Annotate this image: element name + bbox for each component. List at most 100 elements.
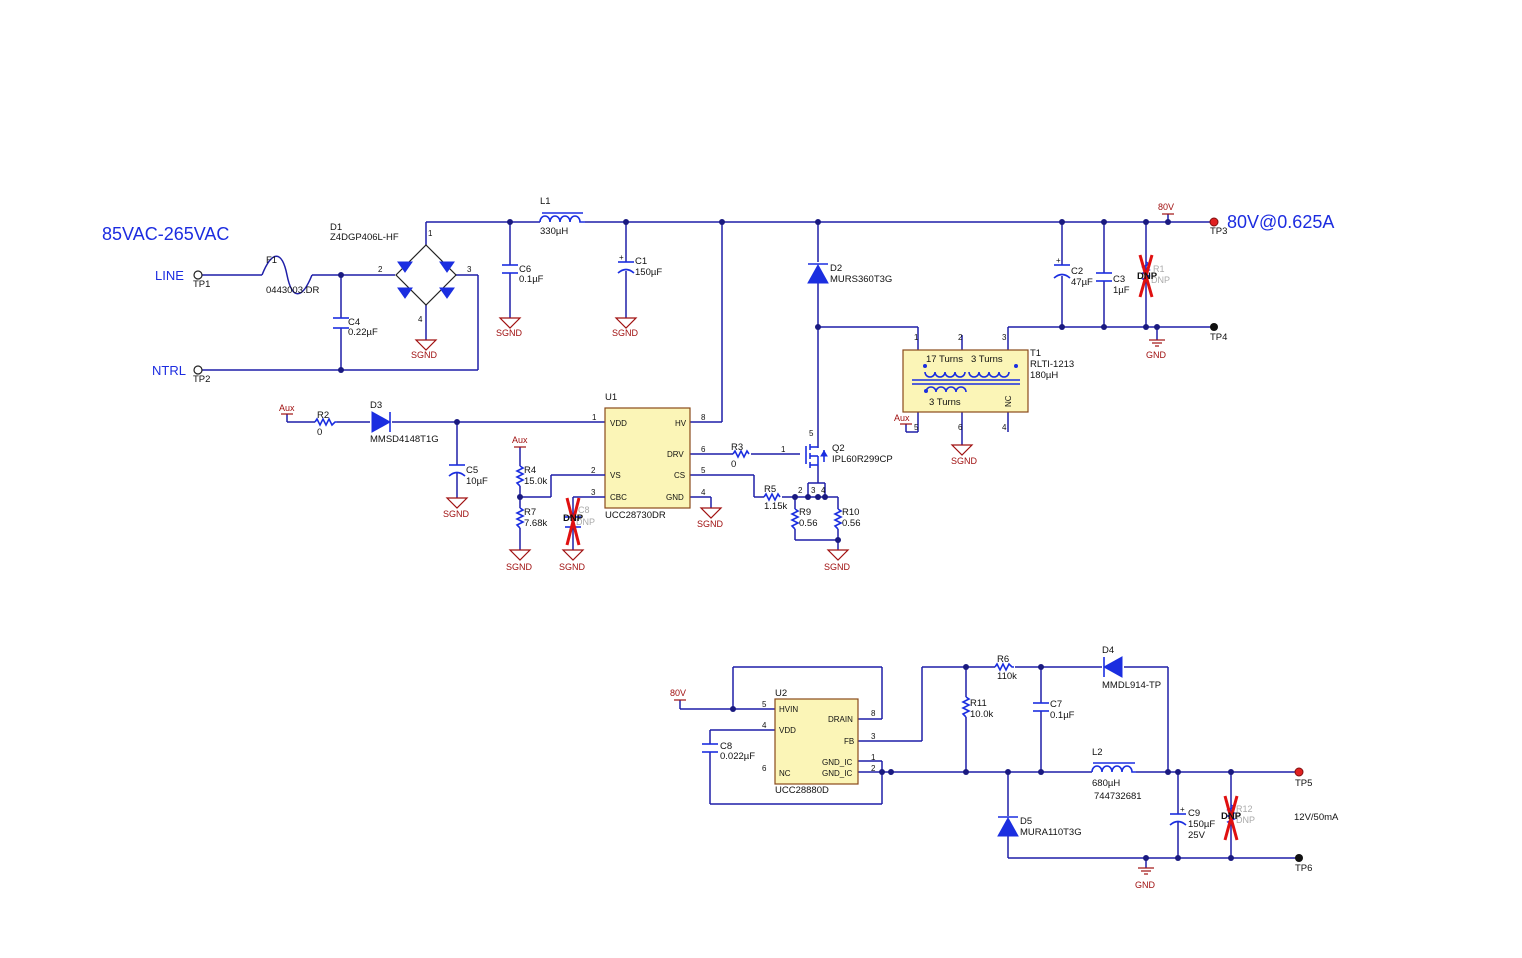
- svg-text:C2: C2: [1071, 266, 1083, 277]
- c3-capacitor[interactable]: C3 1µF: [1096, 272, 1130, 296]
- c7-capacitor[interactable]: C7 0.1µF: [1033, 699, 1075, 721]
- tp1[interactable]: TP1: [193, 270, 210, 290]
- svg-text:SGND: SGND: [612, 328, 639, 338]
- svg-text:GND: GND: [1146, 350, 1167, 360]
- tp2[interactable]: TP2: [193, 365, 210, 385]
- d2-diode[interactable]: D2 MURS360T3G: [807, 263, 892, 285]
- svg-text:110k: 110k: [997, 671, 1017, 682]
- svg-text:4: 4: [701, 488, 706, 497]
- svg-text:CBC: CBC: [610, 493, 627, 502]
- svg-text:Aux: Aux: [894, 413, 910, 423]
- svg-text:0.56: 0.56: [799, 518, 818, 529]
- l2-inductor[interactable]: L2 680µH 744732681: [1091, 747, 1142, 802]
- sgnd-t1: SGND: [950, 444, 978, 466]
- svg-text:25V: 25V: [1188, 830, 1206, 841]
- svg-text:DNP: DNP: [1221, 811, 1242, 822]
- c8-capacitor[interactable]: C8 0.022µF: [702, 741, 755, 762]
- svg-text:6: 6: [701, 445, 706, 454]
- junction-dots: [338, 219, 1234, 861]
- svg-text:D2: D2: [830, 263, 842, 274]
- c2-capacitor[interactable]: + C2 47µF: [1053, 256, 1093, 288]
- r12-dnp-resistor[interactable]: R12 DNP DNP: [1221, 795, 1255, 841]
- aux-flag-r2: Aux: [279, 403, 295, 415]
- svg-text:Z4DGP406L-HF: Z4DGP406L-HF: [330, 232, 399, 243]
- svg-text:15.0k: 15.0k: [524, 476, 547, 487]
- svg-text:MURS360T3G: MURS360T3G: [830, 274, 892, 285]
- svg-text:R1: R1: [1153, 264, 1165, 274]
- r2-resistor[interactable]: R2 0: [314, 410, 337, 438]
- ntrl-net-label: NTRL: [152, 363, 186, 378]
- u2-regulator[interactable]: 5 4 6 8 3 1 2 HVIN VDD NC DRAIN FB GND_I…: [762, 688, 876, 796]
- r11-resistor[interactable]: R11 10.0k: [961, 696, 993, 720]
- svg-text:DNP: DNP: [1137, 271, 1158, 282]
- d3-diode[interactable]: D3 MMSD4148T1G: [370, 400, 439, 445]
- sgnd-cbc: SGND: [559, 549, 586, 572]
- d5-diode[interactable]: D5 MURA110T3G: [997, 816, 1082, 838]
- rail-80v-flag-bottom: 80V: [670, 688, 686, 701]
- r10-resistor[interactable]: R10 0.56: [833, 507, 861, 530]
- svg-text:R12: R12: [1236, 804, 1253, 814]
- gnd-bottom: GND: [1135, 867, 1156, 890]
- svg-text:GND_IC: GND_IC: [822, 758, 852, 767]
- svg-text:R7: R7: [524, 507, 536, 518]
- c6-capacitor[interactable]: C6 0.1µF: [502, 264, 544, 285]
- r3-resistor[interactable]: R3 0: [731, 442, 750, 470]
- r5-resistor[interactable]: R5 1.15k: [763, 484, 787, 512]
- r7-resistor[interactable]: R7 7.68k: [515, 507, 547, 529]
- u1-controller[interactable]: 1 2 3 8 6 5 4 VDD VS CBC HV DRV CS GND U…: [591, 392, 706, 521]
- svg-text:NC: NC: [1004, 395, 1013, 407]
- tp5[interactable]: TP5: [1294, 767, 1312, 789]
- r4-resistor[interactable]: R4 15.0k: [515, 465, 547, 487]
- tp3-label: TP3: [1210, 226, 1227, 237]
- q2-mosfet[interactable]: 1 5 2 3 4 Q2 IPL60R299CP: [781, 429, 893, 495]
- svg-text:D5: D5: [1020, 816, 1032, 827]
- t1-transformer[interactable]: 1 2 3 5 6 4 17 Turns 3 Turns 3 Turns NC …: [902, 333, 1074, 432]
- c9-capacitor[interactable]: + C9 150µF 25V: [1169, 805, 1215, 841]
- wires-bottom: [679, 666, 1298, 868]
- c8-dnp-capacitor[interactable]: C8 DNP DNP: [563, 497, 595, 546]
- svg-text:1: 1: [592, 413, 597, 422]
- svg-text:3: 3: [1002, 333, 1007, 342]
- svg-text:GND: GND: [1135, 880, 1156, 890]
- svg-text:3: 3: [467, 265, 472, 274]
- svg-text:3: 3: [591, 488, 596, 497]
- l1-inductor[interactable]: L1 330µH: [539, 196, 585, 237]
- svg-text:DNP: DNP: [1236, 815, 1255, 825]
- svg-text:1: 1: [428, 229, 433, 238]
- sgnd-u1: SGND: [697, 507, 724, 529]
- c1-capacitor[interactable]: + C1 150µF: [617, 253, 662, 278]
- tp3[interactable]: TP3: [1209, 217, 1227, 237]
- c4-capacitor[interactable]: C4 0.22µF: [333, 317, 378, 338]
- svg-text:HVIN: HVIN: [779, 705, 798, 714]
- svg-text:3: 3: [811, 486, 816, 495]
- svg-text:Q2: Q2: [832, 443, 845, 454]
- svg-text:HV: HV: [675, 419, 687, 428]
- svg-text:RLTI-1213: RLTI-1213: [1030, 359, 1074, 370]
- svg-text:2: 2: [378, 265, 383, 274]
- f1-fuse[interactable]: F1 0443003.DR: [261, 255, 319, 296]
- svg-text:SGND: SGND: [697, 519, 724, 529]
- svg-text:1: 1: [781, 445, 786, 454]
- c5-capacitor[interactable]: C5 10µF: [448, 464, 488, 487]
- svg-text:GND: GND: [666, 493, 684, 502]
- svg-text:VDD: VDD: [610, 419, 627, 428]
- svg-text:0.56: 0.56: [842, 518, 861, 529]
- svg-text:180µH: 180µH: [1030, 370, 1058, 381]
- r6-resistor[interactable]: R6 110k: [994, 654, 1017, 682]
- tp4[interactable]: TP4: [1210, 323, 1227, 343]
- svg-text:MMDL914-TP: MMDL914-TP: [1102, 680, 1161, 691]
- d1-bridge-rectifier[interactable]: 1 2 3 4 D1 Z4DGP406L-HF: [330, 222, 472, 324]
- tp6[interactable]: TP6: [1295, 854, 1312, 874]
- svg-text:D1: D1: [330, 222, 342, 233]
- d4-diode[interactable]: D4 MMDL914-TP: [1102, 645, 1161, 691]
- sgnd-symbols: SGND SGND SGND SGND SGND SGND SGND SGND …: [411, 317, 978, 572]
- svg-text:SGND: SGND: [411, 350, 438, 360]
- r9-resistor[interactable]: R9 0.56: [790, 507, 818, 530]
- input-range-label: 85VAC-265VAC: [102, 224, 229, 244]
- svg-text:2: 2: [798, 486, 803, 495]
- r1-dnp-resistor[interactable]: R1 DNP DNP: [1137, 254, 1170, 298]
- tp4-label: TP4: [1210, 332, 1227, 343]
- svg-text:47µF: 47µF: [1071, 277, 1093, 288]
- svg-text:8: 8: [701, 413, 706, 422]
